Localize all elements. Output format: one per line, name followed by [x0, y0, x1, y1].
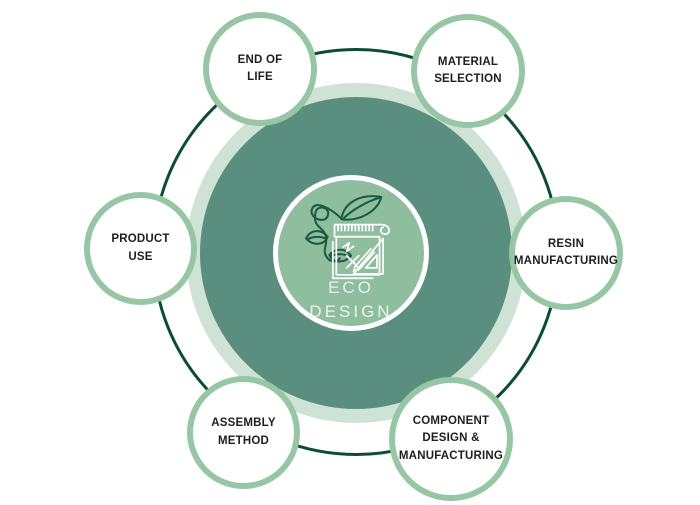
- node-product-use: PRODUCT USE: [84, 192, 197, 305]
- node-label-line: MANUFACTURING: [513, 255, 619, 267]
- node-label-line: ASSEMBLY: [211, 417, 276, 430]
- node-assembly-method: ASSEMBLY METHOD: [187, 376, 300, 489]
- node-resin-manufacturing: RESIN MANUFACTURING: [509, 196, 623, 310]
- node-label-line: SELECTION: [434, 73, 502, 85]
- node-label-line: METHOD: [217, 434, 270, 447]
- node-label-line: MANUFACTURING: [398, 449, 504, 462]
- node-label-line: MATERIAL: [437, 55, 499, 68]
- center-title-line: ECO: [328, 278, 374, 297]
- node-label-line: LIFE: [247, 71, 273, 83]
- node-label-line: DESIGN &: [422, 432, 480, 445]
- node-end-of-life: END OF LIFE: [203, 12, 317, 126]
- node-label-line: COMPONENT: [412, 415, 490, 428]
- center-title-line: DESIGN: [309, 301, 393, 321]
- node-label-line: USE: [128, 250, 153, 263]
- leaf-vine-and-drafting-tools-icon: [304, 195, 391, 280]
- node-label-line: RESIN: [547, 237, 585, 250]
- node-component-design-manufacturing: COMPONENT DESIGN & MANUFACTURING: [389, 377, 513, 501]
- node-label-line: PRODUCT: [111, 233, 170, 246]
- center-title: ECO DESIGN: [309, 276, 392, 324]
- node-material-selection: MATERIAL SELECTION: [411, 14, 525, 128]
- center-badge: ECO DESIGN: [273, 175, 429, 331]
- node-label-line: END OF: [237, 53, 283, 66]
